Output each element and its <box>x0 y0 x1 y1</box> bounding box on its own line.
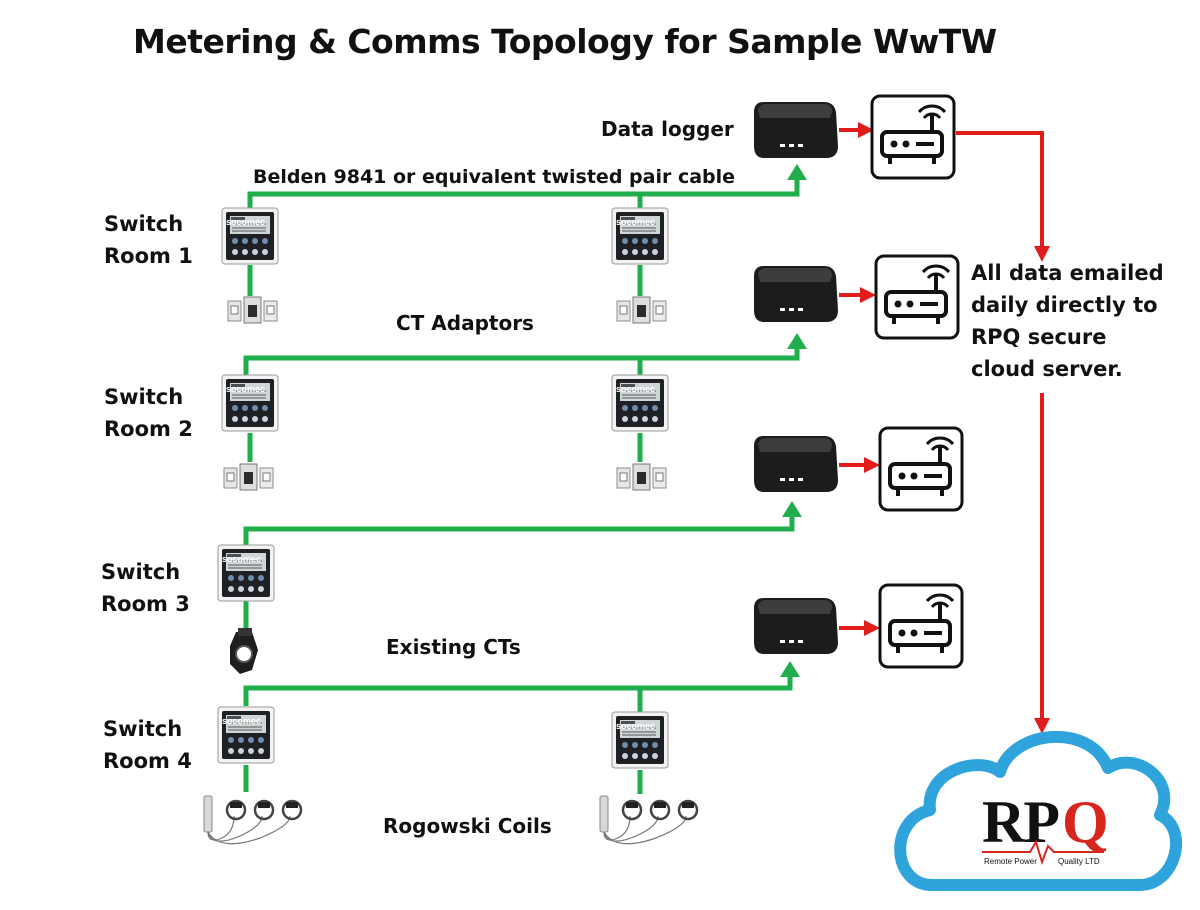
cable-room-3 <box>243 515 795 545</box>
rogowski-coil-icon <box>598 794 699 846</box>
rogowski-coils-label: Rogowski Coils <box>383 814 552 838</box>
cable-room-1 <box>247 178 800 208</box>
meter-brand-label: socomec <box>616 217 655 227</box>
router-icon <box>878 583 964 669</box>
room-label-line: Switch <box>101 560 181 584</box>
cable-room-2 <box>243 347 800 375</box>
ct-adaptors-label: CT Adaptors <box>396 311 534 335</box>
rpq-logo: RP Q Remote Power Quality LTD <box>982 789 1109 866</box>
existing-cts-label: Existing CTs <box>386 635 521 659</box>
room-label-line: Room 2 <box>104 417 193 441</box>
data-logger-icon <box>754 266 838 322</box>
twisted-pair-cables <box>243 178 800 794</box>
note-line: daily directly to <box>971 293 1158 317</box>
switch-room-3-label: Switch Room 3 <box>101 556 190 620</box>
page-title: Metering & Comms Topology for Sample WwT… <box>133 22 997 61</box>
data-logger-label: Data logger <box>601 117 734 141</box>
switch-room-4-label: Switch Room 4 <box>103 713 192 777</box>
meter-brand-label: socomec <box>226 384 265 394</box>
svg-text:RP: RP <box>982 789 1058 855</box>
meter-brand-labels: socomec socomec socomec socomec socomec … <box>222 217 655 731</box>
room-label-line: Room 4 <box>103 749 192 773</box>
ct-adaptor-icon <box>616 296 667 324</box>
meters <box>217 207 669 769</box>
svg-text:Remote Power: Remote Power <box>984 857 1037 866</box>
room-label-line: Room 1 <box>104 244 193 268</box>
room-label-line: Room 3 <box>101 592 190 616</box>
note-line: cloud server. <box>971 357 1123 381</box>
router-icon <box>878 426 964 512</box>
ct-adaptor-icon <box>227 296 278 324</box>
rogowski-coil-icon <box>202 794 303 846</box>
room-label-line: Switch <box>104 385 184 409</box>
routers <box>870 94 964 669</box>
note-line: All data emailed <box>971 261 1164 285</box>
data-link-arrowheads <box>858 122 1050 734</box>
split-core-ct-icon <box>230 628 258 674</box>
meter-brand-label: socomec <box>616 384 655 394</box>
meter-brand-label: socomec <box>222 716 261 726</box>
cloud-icon <box>894 731 1182 891</box>
meter-brand-label: socomec <box>226 217 265 227</box>
room-label-line: Switch <box>103 717 183 741</box>
note-line: RPQ secure <box>971 325 1107 349</box>
cable-room-4 <box>243 675 793 706</box>
cable-arrowheads <box>780 164 807 677</box>
data-links <box>839 128 1044 722</box>
switch-room-1-label: Switch Room 1 <box>104 208 193 272</box>
cable-label: Belden 9841 or equivalent twisted pair c… <box>253 166 736 188</box>
svg-text:Quality LTD: Quality LTD <box>1058 857 1100 866</box>
svg-text:Q: Q <box>1062 789 1109 855</box>
ct-adaptor-icon <box>223 463 274 491</box>
data-logger-icon <box>754 598 838 654</box>
router-icon <box>874 254 960 340</box>
meter-brand-label: socomec <box>616 721 655 731</box>
router-icon <box>870 94 956 180</box>
data-email-note: All data emailed daily directly to RPQ s… <box>971 257 1181 385</box>
room-label-line: Switch <box>104 212 184 236</box>
data-logger-icon <box>754 436 838 492</box>
switch-room-2-label: Switch Room 2 <box>104 381 193 445</box>
data-logger-icon <box>754 102 838 158</box>
meter-brand-label: socomec <box>222 554 261 564</box>
ct-adaptor-icon <box>616 463 667 491</box>
